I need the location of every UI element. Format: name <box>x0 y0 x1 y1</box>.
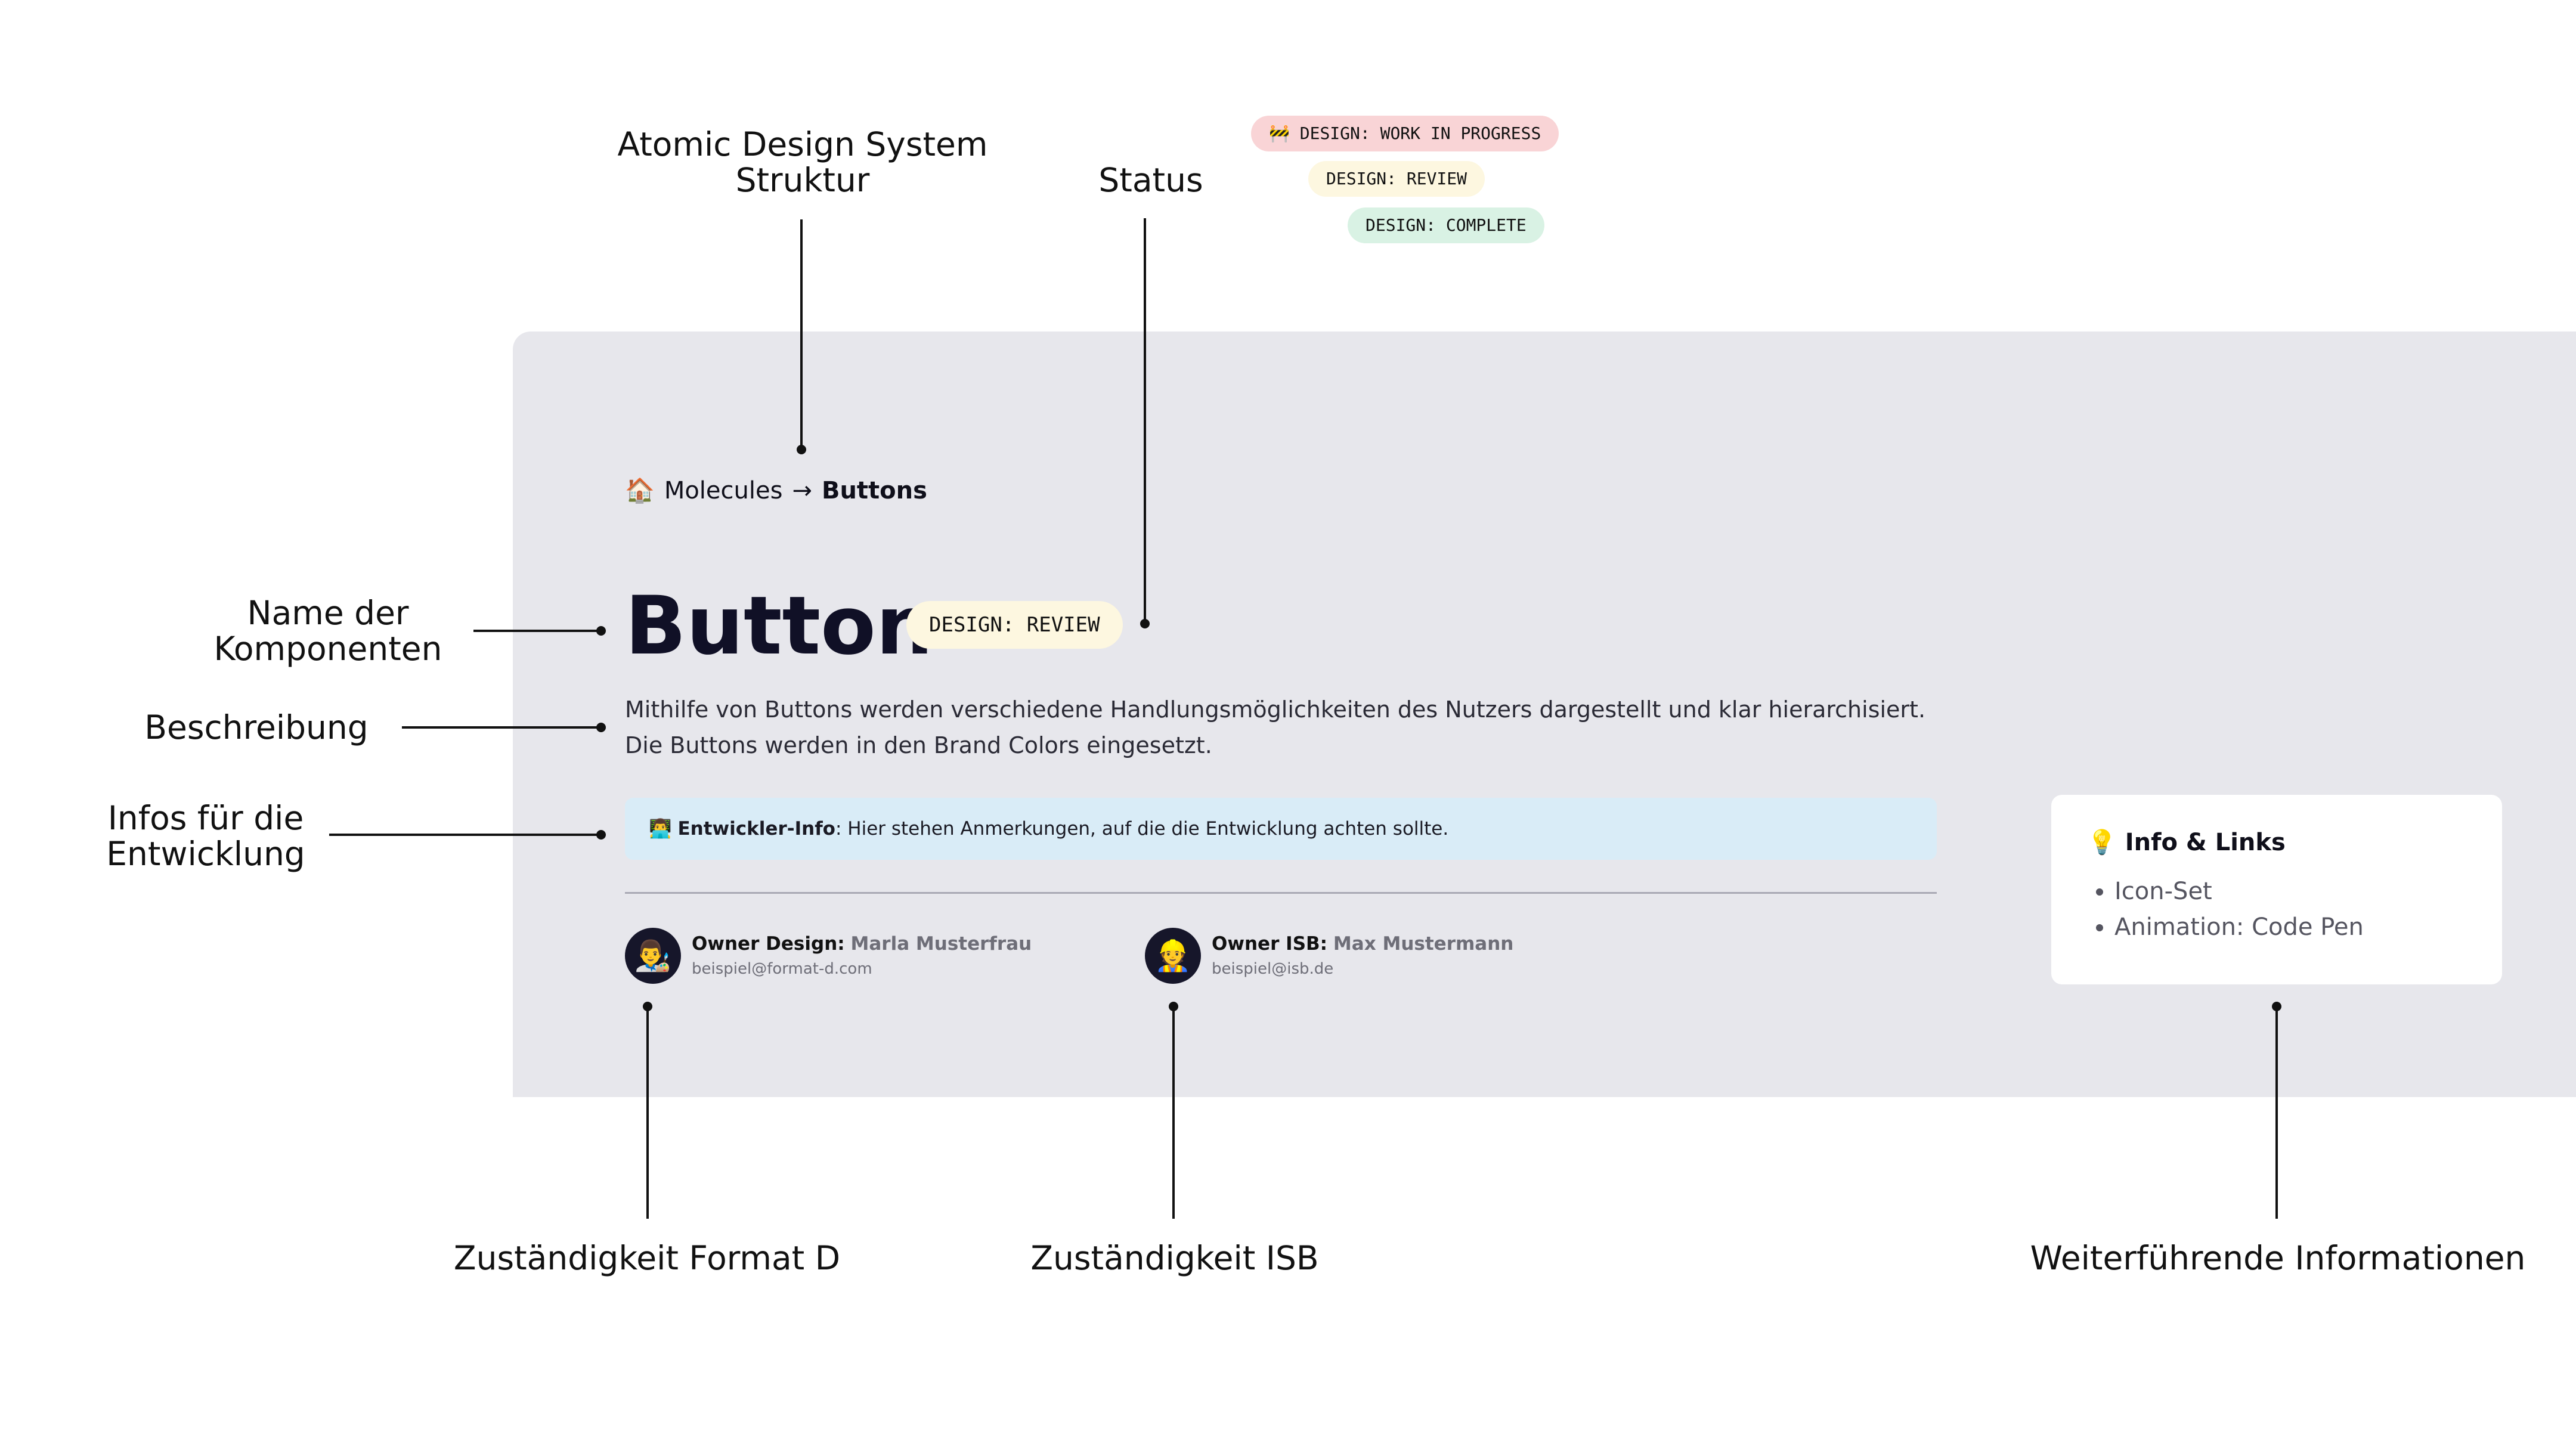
status-pill-complete-label: DESIGN: COMPLETE <box>1366 215 1527 235</box>
leader-line-dev-info <box>329 834 600 836</box>
owner-design: 👨‍🎨 Owner Design: Marla Musterfrau beisp… <box>625 928 1032 984</box>
leader-dot <box>596 723 606 732</box>
owner-email[interactable]: beispiel@format-d.com <box>692 960 872 978</box>
lightbulb-icon: 💡 <box>2087 829 2117 856</box>
leader-line-name <box>473 630 600 632</box>
owner-isb: 👷 Owner ISB: Max Mustermann beispiel@isb… <box>1145 928 1513 984</box>
info-link-animation[interactable]: Animation: Code Pen <box>2114 909 2502 945</box>
divider <box>625 892 1937 894</box>
leader-line-owner-format-d <box>646 1006 649 1219</box>
annotation-owner-format-d: Zuständigkeit Format D <box>453 1239 841 1277</box>
home-icon: 🏠 <box>625 477 655 504</box>
leader-dot <box>596 626 606 636</box>
leader-dot <box>1140 619 1150 628</box>
owner-role: Owner Design: <box>692 933 845 955</box>
avatar: 👨‍🎨 <box>625 928 681 984</box>
annotation-dev-info: Infos für die Entwicklung <box>106 799 305 873</box>
developer-icon: 👨‍💻 <box>649 818 672 840</box>
annotation-name: Name der Komponenten <box>213 594 442 668</box>
breadcrumb-parent[interactable]: Molecules <box>664 477 783 504</box>
owner-role: Owner ISB: <box>1212 933 1328 955</box>
component-description: Mithilfe von Buttons werden verschiedene… <box>625 692 1996 763</box>
status-pill-wip: 🚧 DESIGN: WORK IN PROGRESS <box>1251 116 1559 151</box>
component-title: Button <box>625 579 933 673</box>
leader-line-further-info <box>2275 1006 2278 1219</box>
description-line: Die Buttons werden in den Brand Colors e… <box>625 732 1212 758</box>
construction-icon: 🚧 <box>1269 123 1290 143</box>
leader-line-description <box>402 726 600 729</box>
designer-icon: 👨‍🎨 <box>634 938 672 973</box>
leader-dot <box>596 830 606 840</box>
owner-name: Max Mustermann <box>1333 933 1514 955</box>
info-link-icon-set[interactable]: Icon-Set <box>2114 874 2502 909</box>
info-links-title: 💡 Info & Links <box>2087 829 2286 856</box>
annotation-status: Status <box>1098 161 1203 199</box>
leader-line-status <box>1144 218 1146 624</box>
leader-line-owner-isb <box>1172 1006 1175 1219</box>
status-pill-review: DESIGN: REVIEW <box>1308 161 1485 197</box>
avatar: 👷 <box>1145 928 1201 984</box>
breadcrumb-current: Buttons <box>821 477 927 504</box>
breadcrumb: 🏠 Molecules → Buttons <box>625 471 927 510</box>
status-badge: DESIGN: REVIEW <box>906 601 1123 649</box>
annotation-description: Beschreibung <box>144 708 369 747</box>
info-links-list: Icon-Set Animation: Code Pen <box>2087 874 2502 945</box>
leader-dot <box>797 445 806 454</box>
owner-name: Marla Musterfrau <box>850 933 1032 955</box>
developer-info-label: Entwickler-Info <box>677 818 835 840</box>
annotation-structure: Atomic Design System Struktur <box>617 125 988 199</box>
status-pill-wip-label: DESIGN: WORK IN PROGRESS <box>1299 123 1541 143</box>
construction-worker-icon: 👷 <box>1154 938 1192 973</box>
annotation-further-info: Weiterführende Informationen <box>2030 1239 2526 1277</box>
status-pill-complete: DESIGN: COMPLETE <box>1348 207 1544 243</box>
leader-line-structure <box>800 219 803 450</box>
description-line: Mithilfe von Buttons werden verschiedene… <box>625 696 1926 723</box>
info-links-box: 💡 Info & Links Icon-Set Animation: Code … <box>2051 795 2502 984</box>
status-pill-review-label: DESIGN: REVIEW <box>1326 169 1467 188</box>
developer-info-box: 👨‍💻 Entwickler-Info: Hier stehen Anmerku… <box>625 798 1937 860</box>
developer-info-text: : Hier stehen Anmerkungen, auf die die E… <box>835 818 1449 840</box>
annotation-owner-isb: Zuständigkeit ISB <box>1030 1239 1319 1277</box>
owner-email[interactable]: beispiel@isb.de <box>1212 960 1334 978</box>
arrow-right-icon: → <box>792 477 812 504</box>
